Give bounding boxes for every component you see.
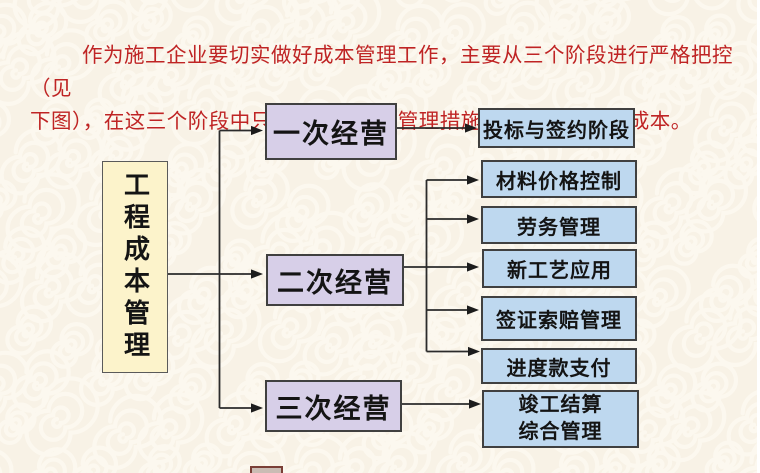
node-bidding-signing-stage: 投标与签约阶段 <box>478 108 635 148</box>
node-third-stage-operation: 三次经营 <box>265 380 402 432</box>
node-material-price-control: 材料价格控制 <box>481 160 637 198</box>
node-labor-management: 劳务管理 <box>481 206 637 244</box>
node-second-stage-operation: 二次经营 <box>266 254 404 306</box>
node-visa-claim-management: 签证索赔管理 <box>481 296 637 341</box>
node-first-stage-operation: 一次经营 <box>265 103 397 160</box>
right-edge-strip <box>757 0 760 473</box>
node-progress-payment: 进度款支付 <box>481 348 637 384</box>
node-project-cost-management: 工程成本管理 <box>102 161 168 373</box>
node-completion-settlement-management: 竣工结算 综合管理 <box>482 390 639 448</box>
node-new-technology-application: 新工艺应用 <box>482 249 637 288</box>
partial-bottom-box <box>250 466 283 473</box>
